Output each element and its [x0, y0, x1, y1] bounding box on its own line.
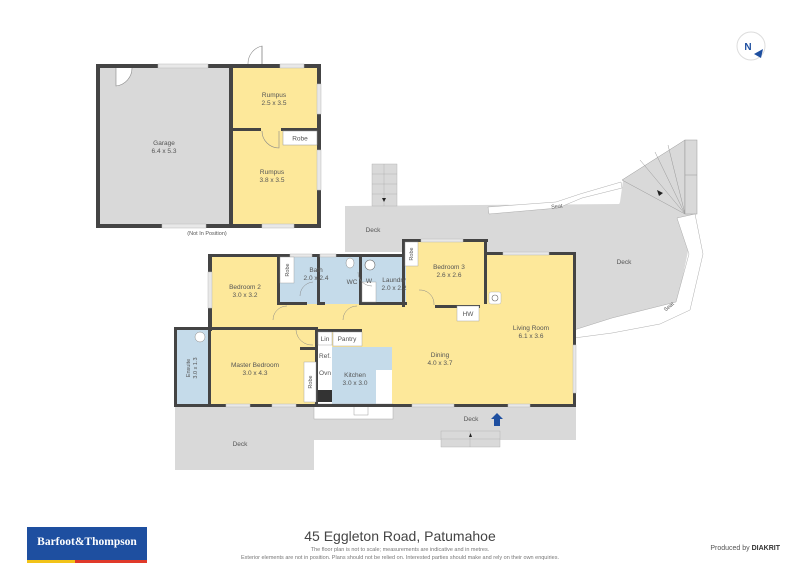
rumpus2-dims: 3.8 x 3.5 — [260, 177, 285, 184]
ensuite-label: Ensuite — [186, 359, 192, 377]
living-label: Living Room — [513, 325, 549, 332]
bedroom2-label: Bedroom 2 — [229, 284, 261, 291]
address-title: 45 Eggleton Road, Patumahoe — [304, 528, 496, 544]
bath-dims: 2.0 x 2.4 — [304, 275, 329, 282]
deck-left-label: Deck — [233, 441, 249, 448]
deck-top-label: Deck — [366, 227, 382, 234]
producer-name: DIAKRIT — [751, 545, 780, 552]
ovn-label: Ovn — [319, 370, 331, 377]
laundry-dims: 2.0 x 2.2 — [382, 285, 407, 292]
bedroom3-label: Bedroom 3 — [433, 264, 465, 271]
logo-bar-red — [75, 560, 147, 563]
garage-label: Garage — [153, 140, 175, 147]
kitchen-dims: 3.0 x 3.0 — [343, 380, 368, 387]
robe-master-label: Robe — [308, 375, 314, 388]
kitchen-label: Kitchen — [344, 372, 366, 379]
pantry-label: Pantry — [338, 336, 358, 343]
deck-right-label: Deck — [617, 259, 633, 266]
deck-front-label: Deck — [464, 416, 480, 423]
ref-label: Ref. — [319, 353, 331, 360]
hw-label: HW — [463, 311, 475, 318]
robe-rumpus-label: Robe — [292, 136, 308, 143]
brand-logo: Barfoot&Thompson — [27, 527, 147, 563]
dining-label: Dining — [431, 352, 450, 359]
entrance-arrow-icon — [491, 413, 503, 426]
rumpus1-dims: 2.5 x 3.5 — [262, 100, 287, 107]
master-dims: 3.0 x 4.3 — [243, 370, 268, 377]
decks: Seat Seat Deck Deck Deck Deck — [175, 139, 704, 470]
lin-label: Lin — [321, 336, 330, 343]
compass-icon: N — [736, 31, 766, 61]
bedroom3-dims: 2.6 x 2.6 — [437, 272, 462, 279]
laundry-label: Laundry — [382, 277, 406, 284]
robe-bed3-label: Robe — [409, 247, 415, 260]
living-dims: 6.1 x 3.6 — [519, 333, 544, 340]
detached-building: Robe Garage 6.4 x 5.3 Rumpus 2.5 x 3.5 R… — [96, 45, 322, 237]
brand-logo-text: Barfoot&Thompson — [37, 536, 137, 548]
robe-bed2-label: Robe — [285, 263, 291, 276]
wc-label: WC — [347, 279, 358, 286]
bath-label: Bath — [309, 267, 323, 274]
disclaimer-line-1: The floor plan is not to scale; measurem… — [310, 547, 490, 553]
disclaimer-line-2: Exterior elements are not in position. P… — [241, 555, 559, 561]
produced-by-label: Produced by — [710, 545, 750, 552]
dining-dims: 4.0 x 3.7 — [428, 360, 453, 367]
main-house: Robe Robe HW W Lin Pantry Ref. Ovn Robe — [174, 238, 577, 426]
rumpus2-label: Rumpus — [260, 169, 285, 176]
not-in-position-note: (Not In Position) — [187, 231, 227, 237]
garage-dims: 6.4 x 5.3 — [152, 148, 177, 155]
produced-by: Produced by DIAKRIT — [660, 545, 780, 552]
svg-text:N: N — [744, 42, 751, 53]
rumpus1-label: Rumpus — [262, 92, 287, 99]
logo-bar-yellow — [27, 560, 75, 563]
ensuite-dims: 3.0 x 1.3 — [193, 357, 199, 378]
bedroom2-dims: 3.0 x 3.2 — [233, 292, 258, 299]
seat1-label: Seat — [551, 203, 563, 210]
master-label: Master Bedroom — [231, 362, 279, 369]
w-label: W — [366, 278, 373, 285]
